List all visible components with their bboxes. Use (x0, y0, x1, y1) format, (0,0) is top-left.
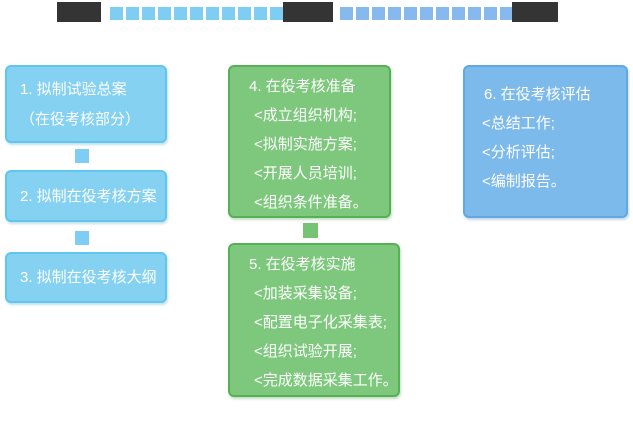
dash-square (238, 7, 251, 20)
step-2-line-1: 2. 拟制在役考核方案 (20, 187, 157, 205)
step-6-item: <总结工作; (482, 115, 555, 132)
step-4-item: <拟制实施方案; (254, 136, 357, 153)
step-4-item: <成立组织机构; (254, 107, 357, 124)
dash-square (174, 7, 187, 20)
connector-step2-step3 (75, 231, 89, 245)
dash-square (206, 7, 219, 20)
step-3-line-1: 3. 拟制在役考核大纲 (20, 269, 157, 286)
top-bar-dark-segment-2 (283, 2, 333, 22)
step-5-title: 5. 在役考核实施 (249, 256, 356, 273)
dash-square (190, 7, 203, 20)
dash-square (484, 7, 497, 20)
dash-square (420, 7, 433, 20)
dash-square (452, 7, 465, 20)
step-6-item: <分析评估; (482, 144, 555, 161)
top-bar-dark-segment-1 (57, 2, 101, 22)
dash-square (158, 7, 171, 20)
step-6-item: <编制报告。 (482, 173, 566, 190)
dash-square (500, 7, 513, 20)
step-1-box: 1. 拟制试验总案 （在役考核部分） (5, 65, 167, 143)
dash-square (222, 7, 235, 20)
dash-square (126, 7, 139, 20)
dash-square (372, 7, 385, 20)
step-5-item: <完成数据采集工作。 (254, 372, 398, 389)
step-5-item: <加装采集设备; (254, 285, 357, 302)
step-4-item: <组织条件准备。 (254, 194, 368, 211)
top-bar-dash-run-2 (340, 7, 513, 20)
dash-square (142, 7, 155, 20)
step-5-item-list: <加装采集设备; <配置电子化采集表; <组织试验开展; <完成数据采集工作。 (230, 279, 398, 395)
dash-square (404, 7, 417, 20)
step-5-item: <组织试验开展; (254, 343, 357, 360)
top-bar-dash-run-1 (110, 7, 283, 20)
dash-square (110, 7, 123, 20)
step-4-item: <开展人员培训; (254, 165, 357, 182)
step-5-item: <配置电子化采集表; (254, 314, 387, 331)
dash-square (388, 7, 401, 20)
dash-square (340, 7, 353, 20)
step-6-box: 6. 在役考核评估 <总结工作; <分析评估; <编制报告。 (463, 65, 628, 218)
dash-square (270, 7, 283, 20)
step-2-box: 2. 拟制在役考核方案 (5, 170, 167, 222)
step-3-box: 3. 拟制在役考核大纲 (5, 252, 167, 303)
step-1-line-1: 1. 拟制试验总案 (20, 81, 127, 98)
step-1-line-2: （在役考核部分） (20, 111, 141, 128)
step-4-box: 4. 在役考核准备 <成立组织机构; <拟制实施方案; <开展人员培训; <组织… (228, 65, 391, 218)
step-6-item-list: <总结工作; <分析评估; <编制报告。 (465, 109, 626, 196)
step-4-item-list: <成立组织机构; <拟制实施方案; <开展人员培训; <组织条件准备。 (230, 101, 389, 217)
top-bar-dark-segment-3 (512, 2, 558, 22)
step-6-title: 6. 在役考核评估 (484, 86, 591, 103)
dash-square (254, 7, 267, 20)
dash-square (356, 7, 369, 20)
dash-square (468, 7, 481, 20)
step-5-box: 5. 在役考核实施 <加装采集设备; <配置电子化采集表; <组织试验开展; <… (228, 243, 400, 397)
connector-step1-step2 (75, 149, 89, 163)
step-4-title: 4. 在役考核准备 (249, 78, 356, 95)
dash-square (436, 7, 449, 20)
connector-step4-step5 (303, 223, 318, 238)
